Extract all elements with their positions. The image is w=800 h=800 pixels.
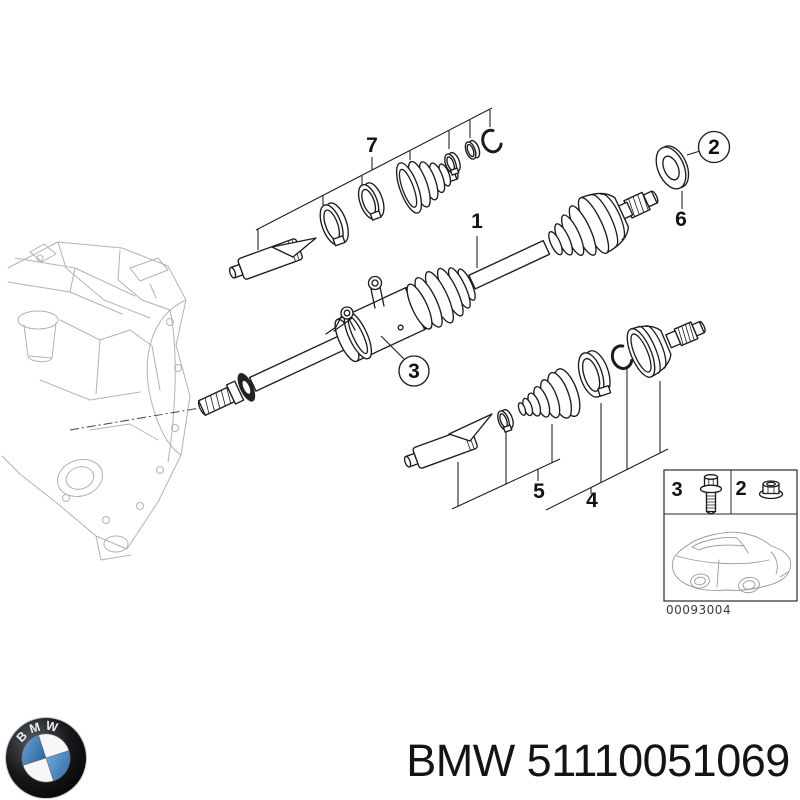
snap-ring-lower	[610, 344, 634, 370]
axle-center-line	[69, 407, 201, 431]
outer-cv-joint	[548, 190, 659, 256]
callout-2-label: 2	[708, 136, 720, 159]
bmw-logo-quadrants	[21, 733, 71, 783]
fastener-inset-box: 3 2 00093004	[663, 469, 798, 617]
flange-nut-icon	[758, 480, 784, 500]
part-number-title: BMW 51110051069	[406, 735, 790, 786]
inset-nut-label: 2	[735, 478, 746, 500]
callout-3-circle	[398, 355, 430, 387]
diagram-image-code: 00093004	[666, 603, 731, 617]
boot-clamp-small-1	[444, 151, 461, 176]
center-bearing-bracket	[325, 275, 385, 335]
inset-bolt-label: 3	[671, 479, 682, 501]
bmw-logo: BMW	[5, 717, 87, 799]
parts-diagram-image: 2 6 1 3	[1, 107, 798, 617]
boot-clamp-large-2	[357, 182, 385, 221]
transmission-sketch	[1, 241, 191, 561]
callout-3-label: 3	[408, 360, 420, 383]
inner-joint-boot	[406, 267, 476, 330]
callout-4-label: 4	[586, 489, 598, 512]
callout-6-label: 6	[675, 208, 687, 231]
axle-shaft-assembly	[197, 190, 659, 416]
callout-2-circle	[697, 130, 731, 164]
hex-flange-bolt-icon	[699, 474, 723, 515]
callout-5-label: 5	[533, 480, 545, 503]
inner-cv-joint-housing	[626, 320, 706, 378]
car-silhouette-icon	[671, 531, 792, 594]
joint-clamp-large	[577, 350, 612, 398]
snap-ring-upper	[481, 128, 503, 154]
protective-ring-part6	[655, 145, 690, 190]
boot-clamp-small-lower	[497, 408, 514, 433]
callout-1-label: 1	[471, 210, 483, 233]
boot-clamp-small-2	[464, 139, 481, 160]
boot-kit-part5-and-joint-part4: 5 4	[403, 320, 706, 512]
callout-7-label: 7	[366, 134, 378, 157]
boot-clamp-large-1	[319, 202, 349, 247]
cv-boot-lower	[517, 368, 581, 419]
boot-kit-part7: 7	[228, 107, 503, 280]
